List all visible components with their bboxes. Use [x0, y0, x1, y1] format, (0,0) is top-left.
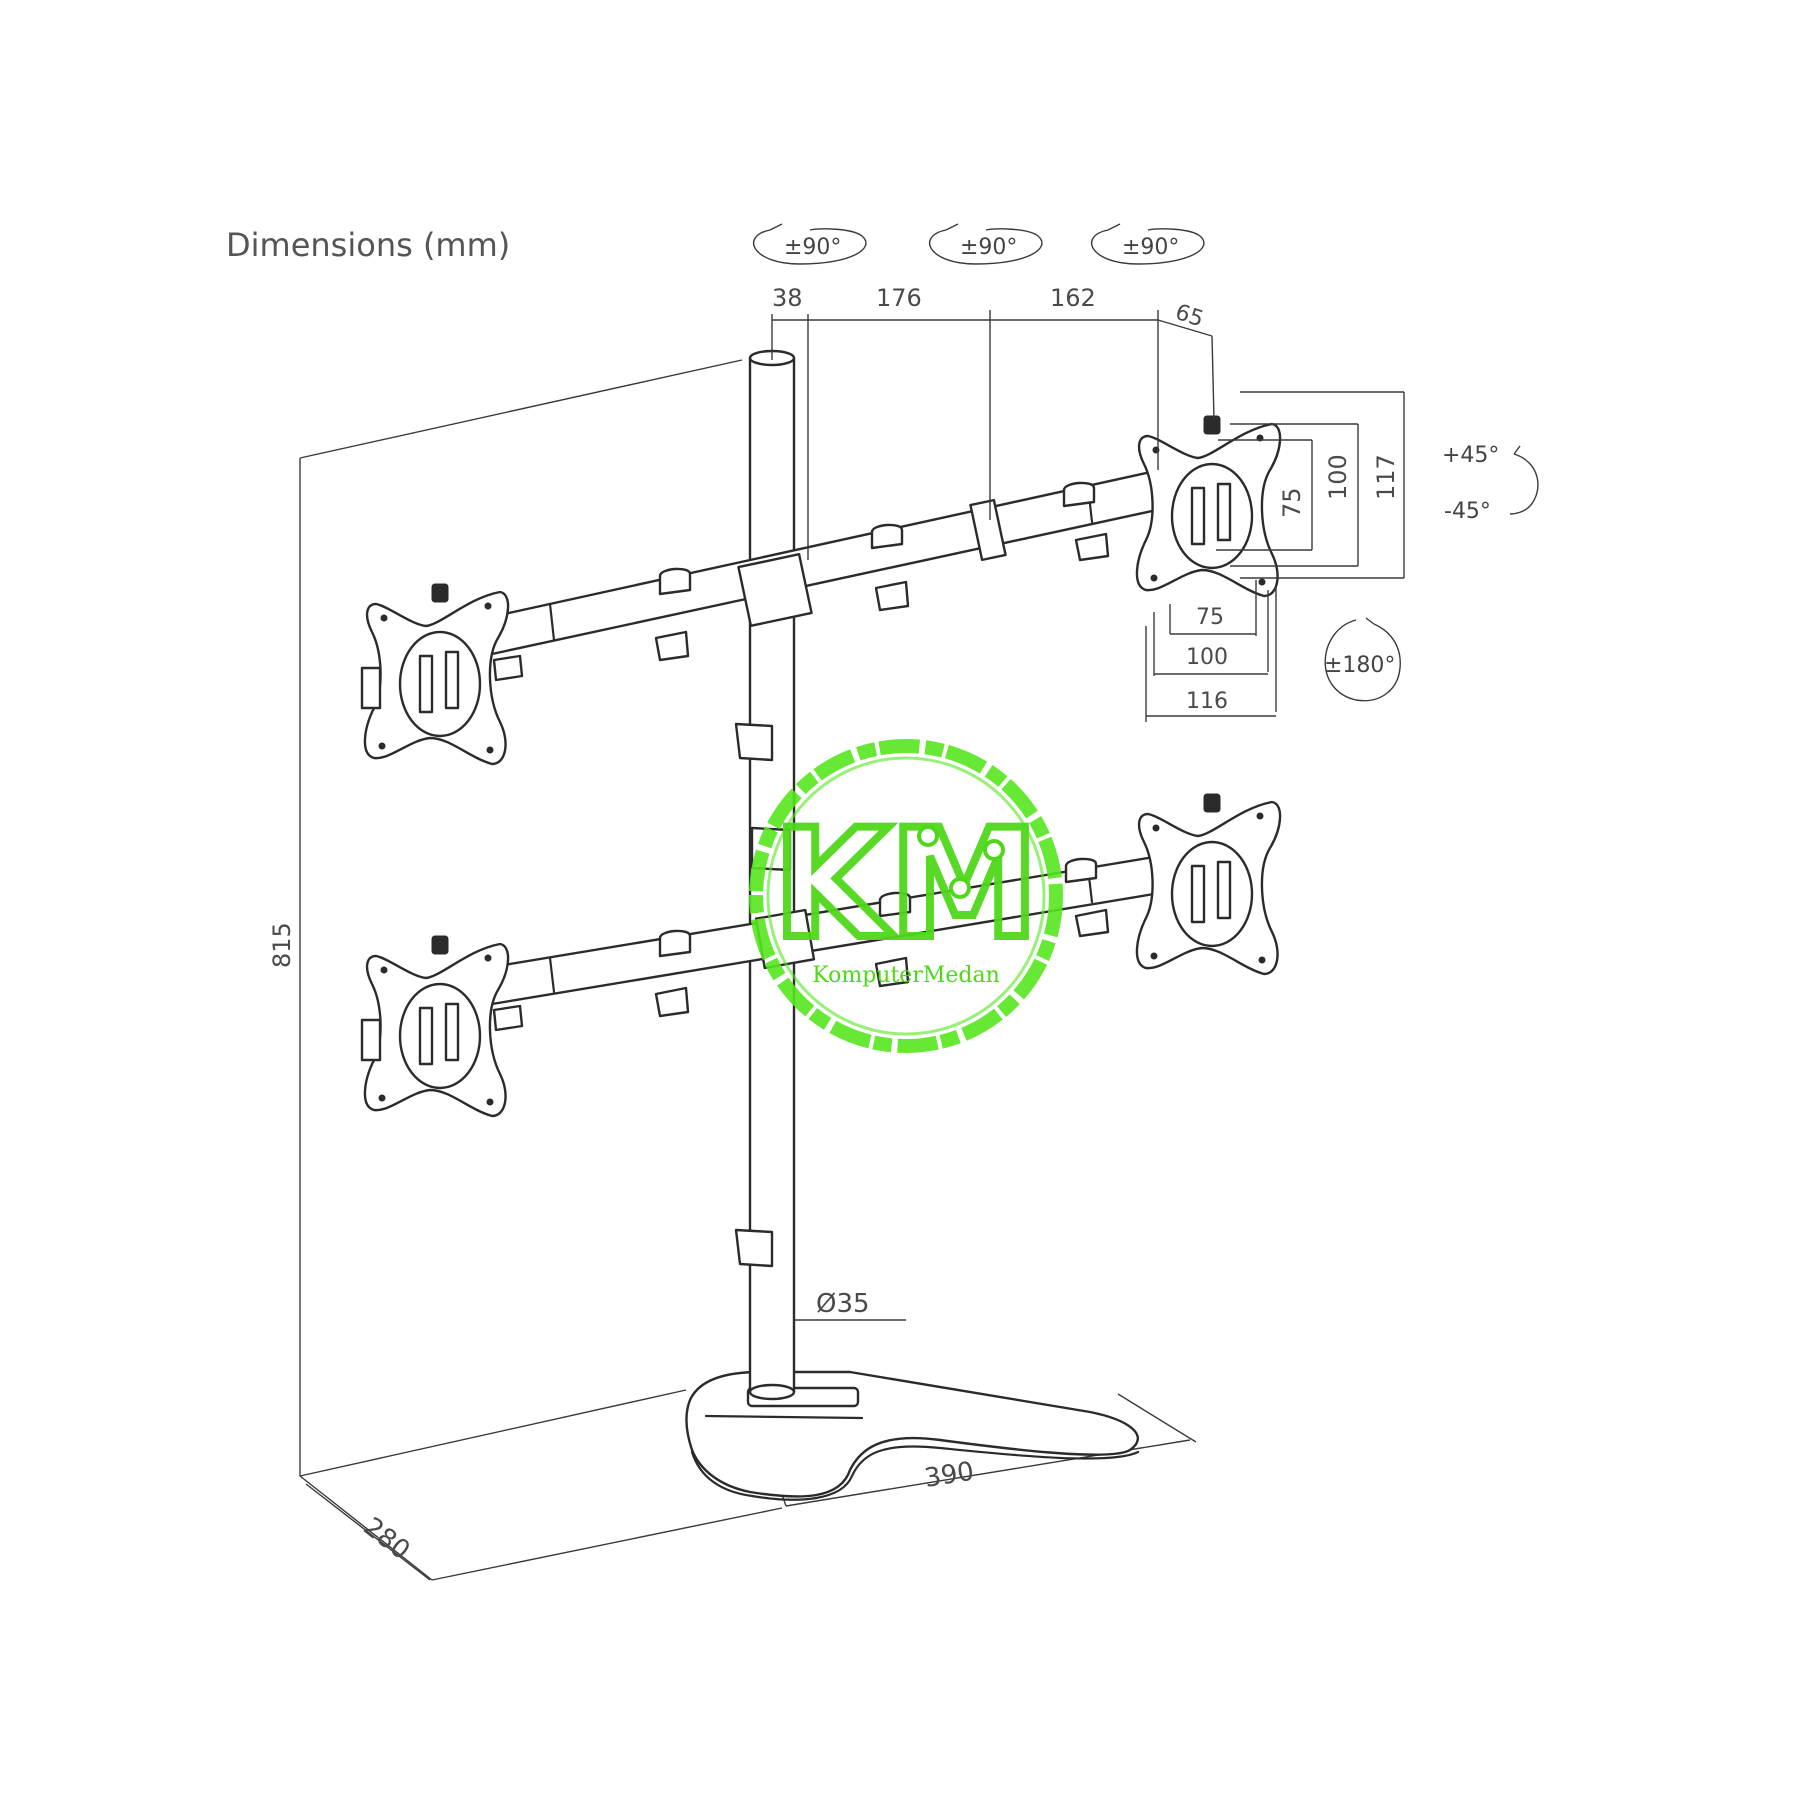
head-depth-label: 65 [1172, 300, 1206, 332]
pivot-2-label: ±90° [960, 235, 1017, 260]
watermark-brand-text: KomputerMedan [812, 963, 1000, 988]
cable-clip [734, 722, 774, 762]
tilt-up-label: +45° [1442, 443, 1499, 468]
base-depth-label: 280 [358, 1512, 416, 1566]
komputermedan-watermark: KM KomputerMedan [749, 739, 1063, 1053]
vesa-w-75-label: 75 [1196, 605, 1224, 630]
pivot-rotation-2: ±90° [928, 223, 1043, 265]
pole-diameter-label: Ø35 [816, 1289, 870, 1319]
diagram-title: Dimensions (mm) [226, 226, 510, 264]
pivot-rotation-1: ±90° [752, 223, 867, 265]
vesa-w-100-label: 100 [1186, 645, 1228, 670]
vesa-h-75-label: 75 [1278, 487, 1306, 518]
arm-segment-2-label: 162 [1050, 284, 1096, 312]
arm-length-dimensions [771, 310, 1215, 560]
pivot-rotation-3: ±90° [1090, 223, 1205, 265]
vesa-head-bottom-right [1135, 793, 1282, 976]
vesa-head-top-left [360, 583, 510, 766]
plate-width-label: 116 [1186, 689, 1228, 714]
overall-dimension-lines [299, 359, 1197, 1581]
tilt-rotation: +45° -45° [1442, 443, 1539, 524]
watermark-logo-letters: KM [773, 798, 1039, 972]
plate-height-label: 117 [1372, 454, 1400, 500]
swivel-label: ±180° [1324, 653, 1395, 678]
upper-arm [484, 468, 1168, 682]
tilt-down-label: -45° [1444, 499, 1491, 524]
vesa-dimension-lines [1145, 391, 1405, 722]
arm-offset-label: 38 [772, 284, 803, 312]
pivot-1-label: ±90° [784, 235, 841, 260]
pivot-3-label: ±90° [1122, 235, 1179, 260]
vesa-head-top-right [1135, 415, 1282, 598]
vesa-head-bottom-left [360, 935, 510, 1118]
swivel-rotation: ±180° [1324, 617, 1401, 702]
cable-clip [734, 1228, 774, 1268]
arm-segment-1-label: 176 [876, 284, 922, 312]
base-width-label: 390 [922, 1457, 976, 1494]
total-height-label: 815 [268, 922, 296, 968]
vesa-h-100-label: 100 [1324, 454, 1352, 500]
